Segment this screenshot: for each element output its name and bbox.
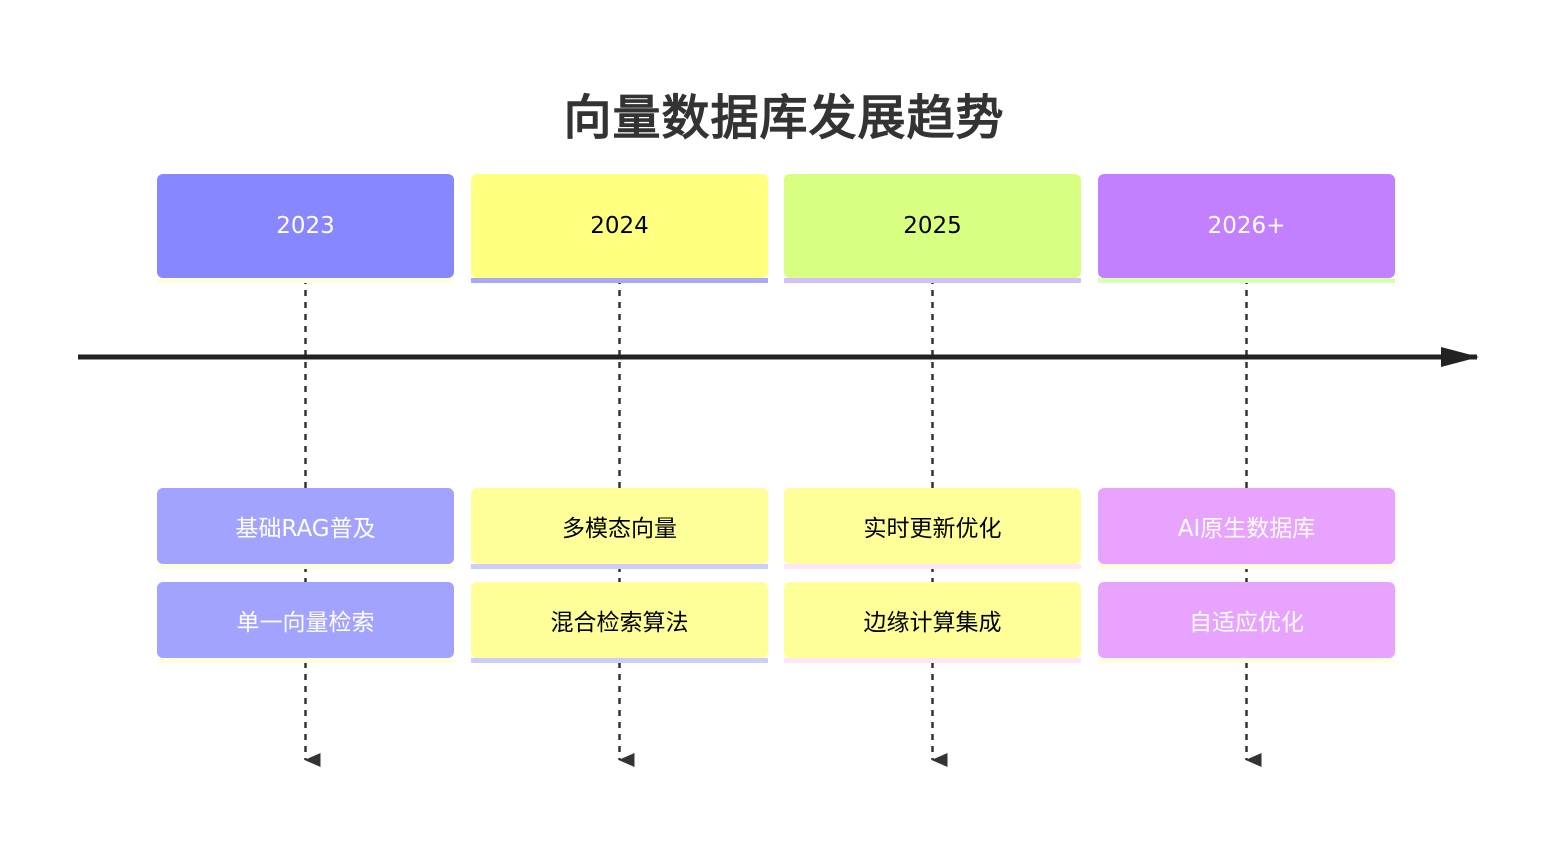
milestone-card-underline (157, 658, 454, 663)
diagram-title: 向量数据库发展趋势 (563, 90, 1005, 146)
milestone-card-underline (784, 658, 1081, 663)
milestone-card: 混合检索算法 (471, 582, 768, 658)
period-header-underline (784, 278, 1081, 283)
period-header-2: 2024 (471, 174, 768, 278)
period-header-4: 2026+ (1098, 174, 1395, 278)
period-header-underline (1098, 278, 1395, 283)
milestone-card: 自适应优化 (1098, 582, 1395, 658)
milestone-card: 边缘计算集成 (784, 582, 1081, 658)
milestone-card: 单一向量检索 (157, 582, 454, 658)
milestone-card-underline (157, 564, 454, 569)
period-header-underline (471, 278, 768, 283)
milestone-card: 多模态向量 (471, 488, 768, 564)
milestone-card-underline (471, 658, 768, 663)
period-header-underline (157, 278, 454, 283)
milestone-card-underline (1098, 564, 1395, 569)
milestone-card-underline (471, 564, 768, 569)
milestone-card: 基础RAG普及 (157, 488, 454, 564)
period-header-3: 2025 (784, 174, 1081, 278)
milestone-card-underline (784, 564, 1081, 569)
milestone-card-underline (1098, 658, 1395, 663)
milestone-card: 实时更新优化 (784, 488, 1081, 564)
period-header-1: 2023 (157, 174, 454, 278)
milestone-card: AI原生数据库 (1098, 488, 1395, 564)
